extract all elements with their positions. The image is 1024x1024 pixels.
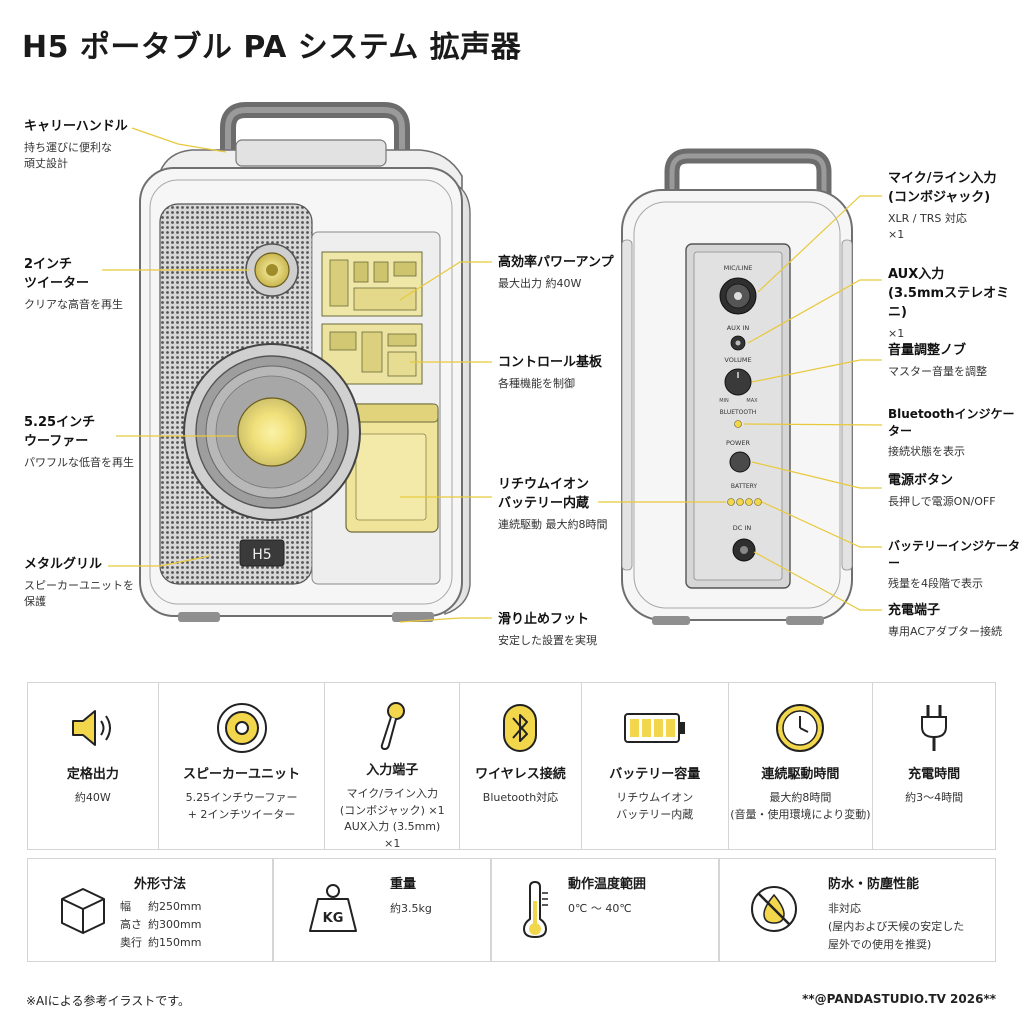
leader-lines [102,127,883,623]
callout-anti-slip-foot: 滑り止めフット 安定した設置を実現 [498,612,597,647]
callout-tweeter: 2インチ ツイーター クリアな高音を再生 [24,257,123,311]
callout-aux-input: AUX入力 (3.5mmステレオミニ) ×1 [888,267,1010,340]
spec-speaker-unit: スピーカーユニット 5.25インチウーファー + 2インチツイーター [159,683,326,849]
callout-battery: リチウムイオン バッテリー内蔵 連続駆動 最大約8時間 [498,477,608,531]
callout-power-amp: 高効率パワーアンプ 最大出力 約40W [498,255,614,290]
page-title: H5 ポータブル PA システム 拡声器 [22,30,522,65]
panel-label-volume: VOLUME [724,356,751,364]
callout-battery-indicator: バッテリーインジケーター 残量を4段階で表示 [888,539,1021,590]
speaker-cutaway-view: H5 [139,102,471,622]
svg-text:MAX: MAX [746,398,758,404]
panel-label-power: POWER [726,439,751,447]
anti-slip-foot [392,612,434,622]
callout-metal-grill: メタルグリル スピーカーユニットを 保護 [24,557,134,608]
spec-battery-capacity: バッテリー容量 リチウムイオン バッテリー内蔵 [582,683,729,849]
woofer-unit [183,343,361,521]
callout-combo-jack: マイク/ライン入力 (コンボジャック) XLR / TRS 対応 ×1 [888,171,997,241]
footer-disclaimer: ※AIによる参考イラストです。 [26,994,191,1008]
callout-woofer: 5.25インチ ウーファー パワフルな低音を再生 [24,415,134,469]
spec-runtime: 連続駆動時間 最大約8時間 (音量・使用環境により変動) [729,683,874,849]
table-row: 奥行約150mm [120,936,202,950]
microphone-icon [372,699,412,753]
spec-charge-time: 充電時間 約3〜4時間 [873,683,995,849]
weight-icon: KG [306,881,360,939]
svg-text:KG: KG [323,911,344,926]
svg-text:MIN: MIN [719,398,729,404]
speaker-rear-view: MIC/LINE AUX IN VOLUME MIN MAX BLUETOOTH… [621,148,853,625]
spec-weight: KG 重量 約3.5kg [273,858,491,962]
spec-grid-row1: 定格出力 約40W スピーカーユニット 5.25インチウーファー + 2インチツ… [27,682,996,850]
battery-icon [622,699,688,757]
callout-charging-port: 充電端子 専用ACアダプター接続 [888,603,1003,638]
callout-control-board: コントロール基板 各種機能を制御 [498,355,603,390]
volume-knob [724,368,752,396]
no-water-icon [748,883,800,939]
panel-label-battery: BATTERY [731,483,758,490]
speaker-volume-icon [67,699,119,757]
table-row: 幅約250mm [120,900,202,913]
speaker-illustration: H5 MIC/LINE AUX IN VOLUME [102,102,883,625]
lithium-battery [345,403,439,533]
footer-credit: **@PANDASTUDIO.TV 2026** [802,992,996,1006]
spec-dimensions: 外形寸法 幅約250mm 高さ約300mm 奥行約150mm [27,858,273,962]
tweeter-unit [245,243,299,297]
panel-label-mic-line: MIC/LINE [724,264,753,272]
battery-leds [727,498,762,506]
panel-label-aux-in: AUX IN [727,324,750,332]
power-amplifier [321,251,423,317]
spec-waterproof: 防水・防塵性能 非対応 (屋内および天候の安定した 屋外での使用を推奨) [719,858,996,962]
bluetooth-icon [500,699,540,757]
callout-power-button: 電源ボタン 長押しで電源ON/OFF [888,473,996,508]
anti-slip-foot [178,612,220,622]
callout-carry-handle: キャリーハンドル 持ち運びに便利な 頑丈設計 [24,119,128,170]
speaker-unit-icon [215,699,269,757]
table-row: 高さ約300mm [120,918,202,932]
callout-volume-knob: 音量調整ノブ マスター音量を調整 [888,343,987,378]
plug-icon [914,699,954,757]
spec-wireless: ワイヤレス接続 Bluetooth対応 [460,683,582,849]
spec-rated-output: 定格出力 約40W [28,683,159,849]
spec-grid-row2: 外形寸法 幅約250mm 高さ約300mm 奥行約150mm KG 重量 約3.… [27,858,996,962]
spec-input-terminals: 入力端子 マイク/ライン入力 (コンボジャック) ×1 AUX入力 (3.5mm… [325,683,461,850]
bluetooth-led [734,420,742,428]
control-board [321,323,423,385]
cube-icon [58,885,108,941]
panel-label-dc-in: DC IN [733,524,752,532]
spec-temperature: 動作温度範囲 0℃ 〜 40℃ [491,858,719,962]
dimensions-table: 幅約250mm 高さ約300mm 奥行約150mm [120,898,207,952]
power-button [729,451,751,473]
thermometer-icon [520,879,550,945]
clock-icon [774,699,826,757]
h5-badge: H5 [252,547,271,563]
callout-bluetooth-indicator: Bluetoothインジケーター 接続状態を表示 [888,407,1015,458]
product-diagram: H5 MIC/LINE AUX IN VOLUME [24,102,1021,647]
panel-label-bluetooth: BLUETOOTH [720,409,757,416]
